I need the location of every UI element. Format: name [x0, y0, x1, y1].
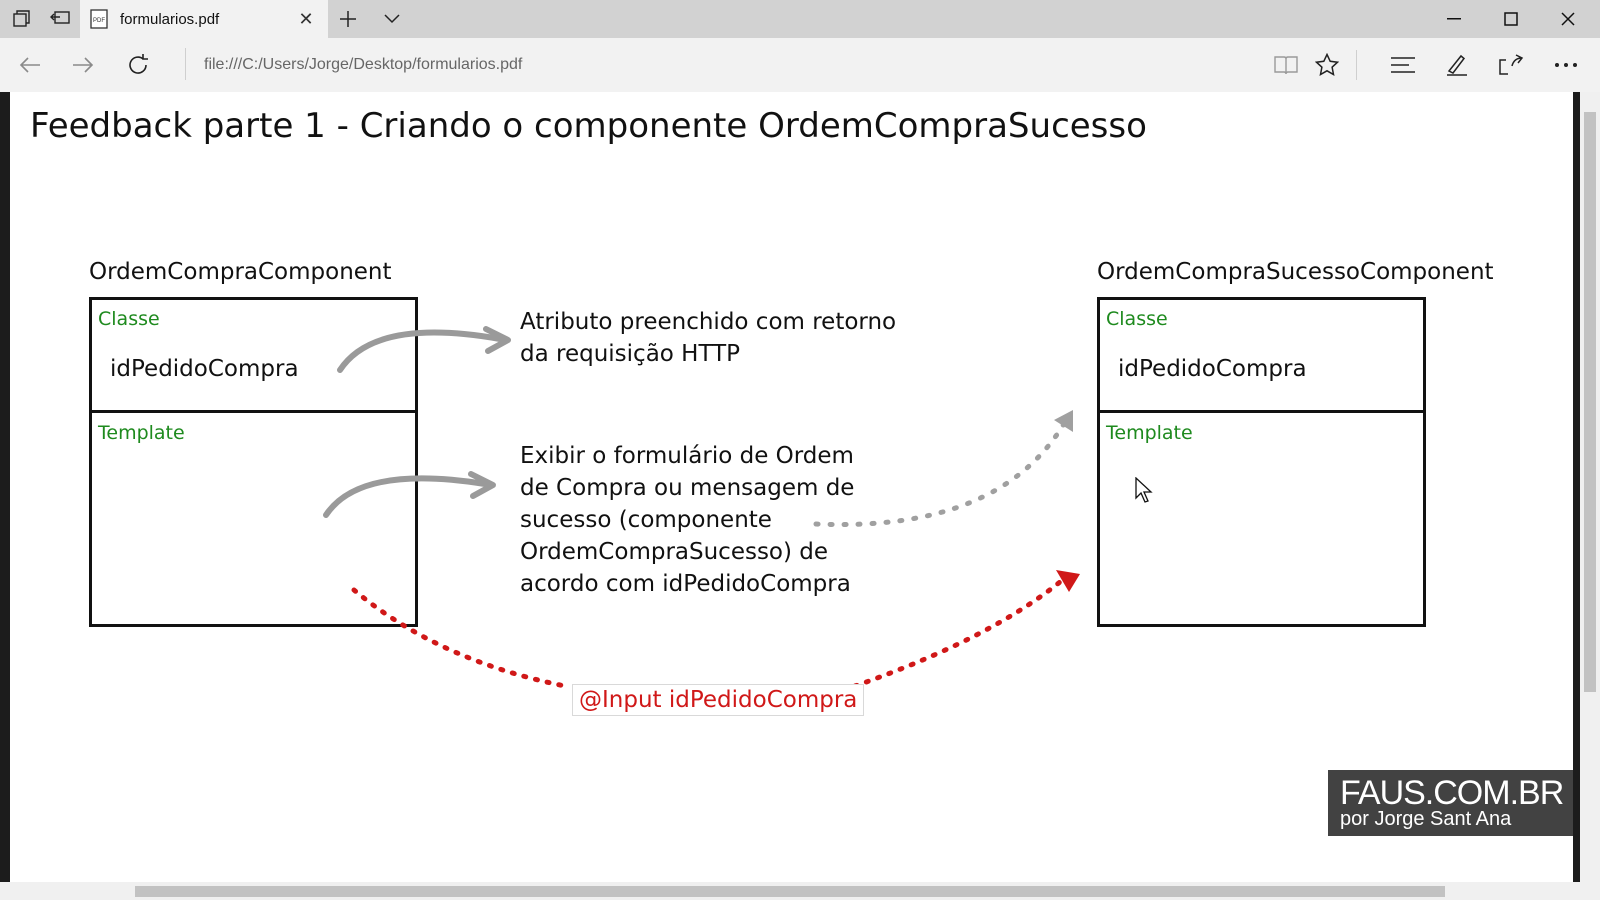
close-tab-icon[interactable]: ✕: [298, 8, 314, 30]
tab-preview-chevron-icon[interactable]: [372, 0, 412, 38]
template-note-line: acordo com idPedidoCompra: [520, 571, 851, 597]
dotted-gray-arrow-head: [1054, 410, 1073, 432]
right-attribute: idPedidoCompra: [1118, 356, 1307, 382]
reading-view-icon[interactable]: [1266, 46, 1306, 84]
right-template-label: Template: [1106, 422, 1193, 444]
vertical-scrollbar[interactable]: [1580, 92, 1600, 882]
template-note-line: sucesso (componente: [520, 507, 772, 533]
template-arrow-head: [468, 471, 496, 499]
template-note-line: OrdemCompraSucesso) de: [520, 539, 829, 565]
right-class-section: Classe idPedidoCompra: [1100, 300, 1423, 413]
attribute-note-line: da requisição HTTP: [520, 341, 741, 367]
left-attribute: idPedidoCompra: [110, 356, 299, 382]
tab-formularios[interactable]: PDF formularios.pdf ✕: [80, 0, 328, 38]
input-dotted-left: [351, 587, 573, 690]
diagram-arrows: [323, 326, 1080, 690]
mouse-cursor-icon: [1135, 477, 1153, 503]
share-icon[interactable]: [1491, 46, 1531, 84]
more-options-icon[interactable]: [1546, 46, 1586, 84]
right-class-label: Classe: [1106, 308, 1168, 330]
pdf-page: Feedback parte 1 - Criando o componente …: [10, 92, 1573, 882]
back-arrow-icon[interactable]: [10, 46, 50, 84]
attribute-note: Atributo preenchido com retorno da requi…: [520, 306, 896, 370]
input-arrow-head: [1056, 570, 1080, 592]
tab-strip: PDF formularios.pdf ✕: [0, 0, 1600, 38]
template-note-line: Exibir o formulário de Ordem: [520, 443, 854, 469]
template-note-line: de Compra ou mensagem de: [520, 475, 855, 501]
input-dotted-right: [852, 574, 1069, 689]
attribute-arrow: [337, 329, 503, 373]
close-window-icon[interactable]: [1540, 0, 1596, 38]
set-aside-tabs-icon[interactable]: [40, 0, 80, 38]
left-template-label: Template: [98, 422, 185, 444]
left-class-label: Classe: [98, 308, 160, 330]
watermark: FAUS.COM.BR por Jorge Sant Ana: [1328, 770, 1573, 836]
input-binding-label: @Input idPedidoCompra: [572, 684, 865, 716]
dotted-gray-arrow: [813, 419, 1068, 528]
pdf-icon: PDF: [90, 9, 108, 29]
hub-icon[interactable]: [1383, 46, 1423, 84]
new-tab-icon[interactable]: [328, 0, 368, 38]
toolbar-separator: [1356, 50, 1357, 80]
vertical-scroll-thumb[interactable]: [1584, 112, 1596, 692]
template-arrow: [323, 475, 488, 518]
template-note: Exibir o formulário de Ordem de Compra o…: [520, 440, 854, 600]
attribute-arrow-head: [483, 326, 511, 354]
forward-arrow-icon[interactable]: [63, 46, 103, 84]
svg-text:PDF: PDF: [93, 18, 105, 24]
watermark-sub: por Jorge Sant Ana: [1340, 808, 1512, 830]
tab-sets-icon[interactable]: [2, 0, 42, 38]
right-component-box: Classe idPedidoCompra Template: [1097, 297, 1426, 627]
minimize-icon[interactable]: [1426, 0, 1482, 38]
pdf-viewer: Feedback parte 1 - Criando o componente …: [0, 92, 1600, 900]
attribute-note-line: Atributo preenchido com retorno: [520, 309, 897, 335]
address-separator: [185, 48, 186, 80]
watermark-main: FAUS.COM.BR: [1340, 774, 1564, 812]
slide-title: Feedback parte 1 - Criando o componente …: [30, 106, 1147, 146]
left-class-section: Classe idPedidoCompra: [92, 300, 415, 413]
address-bar: [0, 38, 1600, 92]
left-component-box: Classe idPedidoCompra Template: [89, 297, 418, 627]
horizontal-scroll-thumb[interactable]: [135, 886, 1445, 897]
maximize-icon[interactable]: [1483, 0, 1539, 38]
left-component-name: OrdemCompraComponent: [89, 259, 392, 285]
right-component-name: OrdemCompraSucessoComponent: [1097, 259, 1494, 285]
tab-title: formularios.pdf: [120, 10, 220, 28]
favorite-star-icon[interactable]: [1307, 46, 1347, 84]
url-input[interactable]: [204, 54, 1204, 76]
refresh-icon[interactable]: [118, 46, 158, 84]
web-note-pen-icon[interactable]: [1437, 46, 1477, 84]
horizontal-scrollbar[interactable]: [0, 882, 1600, 900]
